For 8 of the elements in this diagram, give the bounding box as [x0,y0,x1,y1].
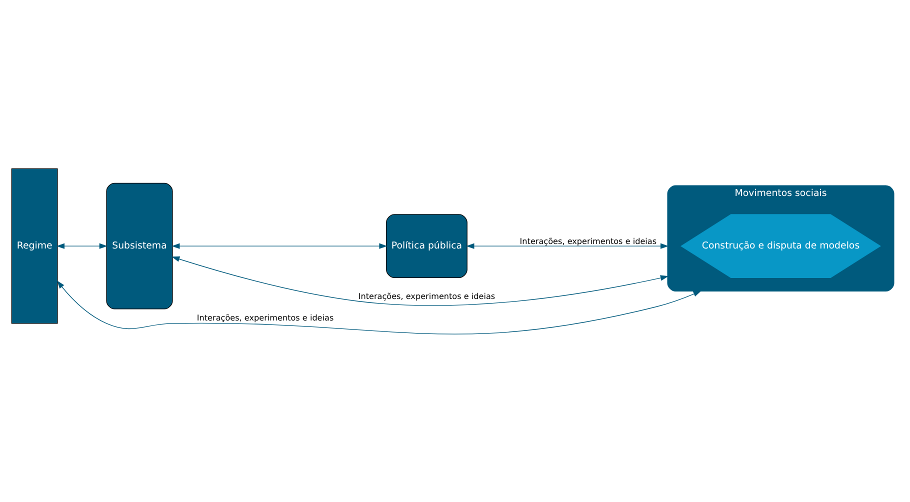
arrow [56,280,701,334]
arrow [466,242,668,248]
node-box: Política pública [386,214,467,278]
node-box: Subsistema [106,182,172,309]
node-box: Regime [10,168,58,324]
arrow [171,242,387,248]
arrow [171,256,668,306]
arrow [56,242,107,248]
